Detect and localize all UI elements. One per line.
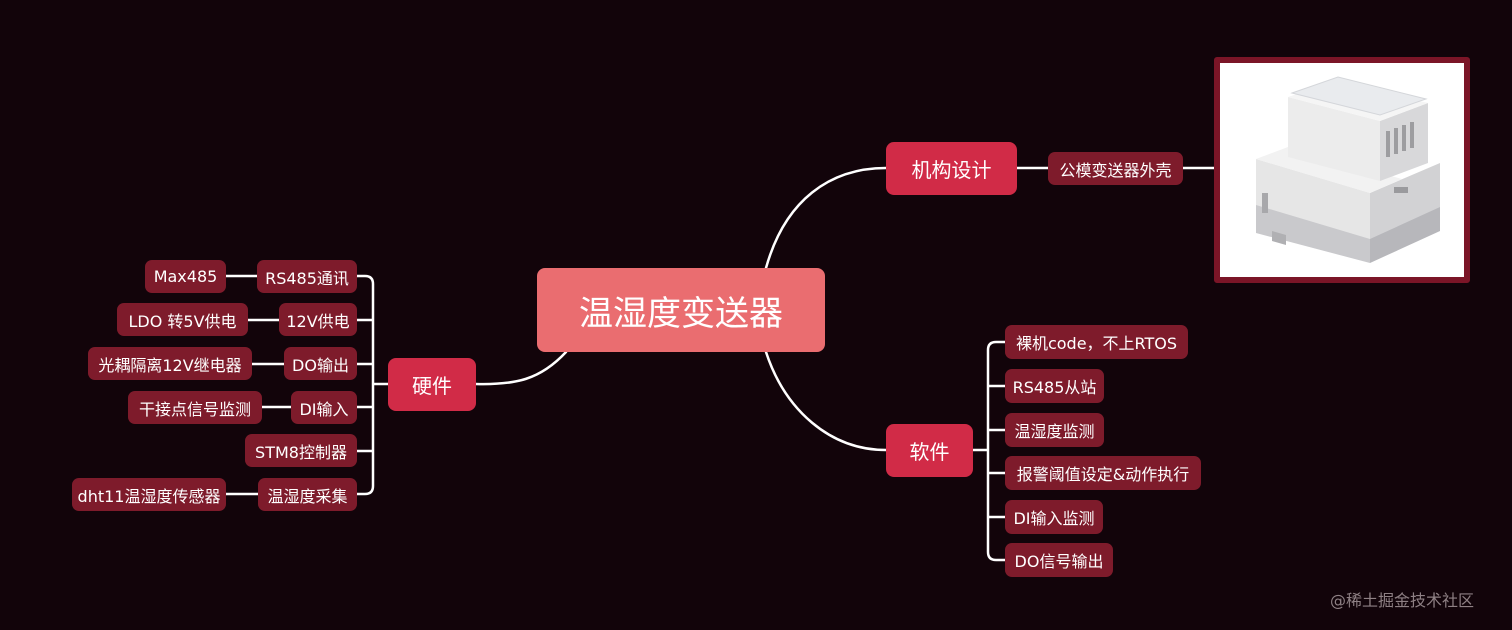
hw-node-12v[interactable]: 12V供电 [279,303,357,336]
hw-leaf-label: LDO 转5V供电 [128,311,237,331]
watermark: @稀土掘金技术社区 [1330,591,1475,610]
root-label: 温湿度变送器 [579,293,783,334]
sw-node-alarm[interactable]: 报警阈值设定&动作执行 [1005,456,1201,490]
sw-node-label: 裸机code，不上RTOS [1015,334,1178,353]
connector-root-mechanical [764,166,888,270]
sw-node-di-monitor[interactable]: DI输入监测 [1005,500,1103,534]
branch-hardware[interactable]: 硬件 [388,358,476,411]
branch-software[interactable]: 软件 [886,424,973,477]
hw-leaf-dry-contact[interactable]: 干接点信号监测 [128,391,262,424]
sw-node-do-output[interactable]: DO信号输出 [1005,543,1113,577]
hw-node-label: RS485通讯 [265,268,349,288]
enclosure-photo [1214,57,1470,283]
sw-node-label: DI输入监测 [1013,509,1095,528]
hw-node-stm8[interactable]: STM8控制器 [245,434,357,467]
branch-mechanical[interactable]: 机构设计 [886,142,1017,195]
hw-node-do[interactable]: DO输出 [284,347,357,380]
hw-leaf-relay[interactable]: 光耦隔离12V继电器 [88,347,252,380]
sw-node-temp-monitor[interactable]: 温湿度监测 [1005,413,1104,447]
connector-hardware-bracket [355,274,390,496]
branch-software-label: 软件 [909,440,950,464]
connector-software-bracket [971,340,1007,562]
sw-node-label: 报警阈值设定&动作执行 [1016,465,1190,484]
sw-node-label: RS485从站 [1012,378,1097,397]
hw-node-label: DI输入 [299,399,349,419]
hw-leaf-label: dht11温湿度传感器 [77,486,221,506]
hw-leaf-dht11[interactable]: dht11温湿度传感器 [72,478,226,511]
hw-node-label: 12V供电 [286,311,350,331]
branch-mechanical-label: 机构设计 [911,158,992,182]
connector-root-hardware [474,350,568,386]
hw-node-label: STM8控制器 [255,442,347,462]
sw-node-baremetal[interactable]: 裸机code，不上RTOS [1005,325,1188,359]
hw-leaf-label: 干接点信号监测 [138,399,251,419]
sw-node-label: DO信号输出 [1014,552,1104,571]
sw-node-label: 温湿度监测 [1014,422,1095,441]
root-node[interactable]: 温湿度变送器 [537,268,825,352]
hw-node-label: DO输出 [292,355,349,375]
hw-leaf-max485[interactable]: Max485 [145,260,226,293]
din-rail-enclosure-photo-icon [1220,63,1464,277]
sw-node-rs485-slave[interactable]: RS485从站 [1005,369,1104,403]
mech-node-enclosure[interactable]: 公模变送器外壳 [1048,152,1183,185]
hw-node-sensor[interactable]: 温湿度采集 [258,478,357,511]
hw-leaf-ldo[interactable]: LDO 转5V供电 [117,303,248,336]
hw-leaf-label: 光耦隔离12V继电器 [98,355,242,375]
hw-leaf-label: Max485 [153,267,218,286]
mech-node-label: 公模变送器外壳 [1059,160,1172,180]
connector-root-software [764,350,888,452]
hw-node-label: 温湿度采集 [267,486,348,506]
hw-node-rs485[interactable]: RS485通讯 [257,260,357,293]
hw-node-di[interactable]: DI输入 [291,391,357,424]
branch-hardware-label: 硬件 [412,374,452,398]
